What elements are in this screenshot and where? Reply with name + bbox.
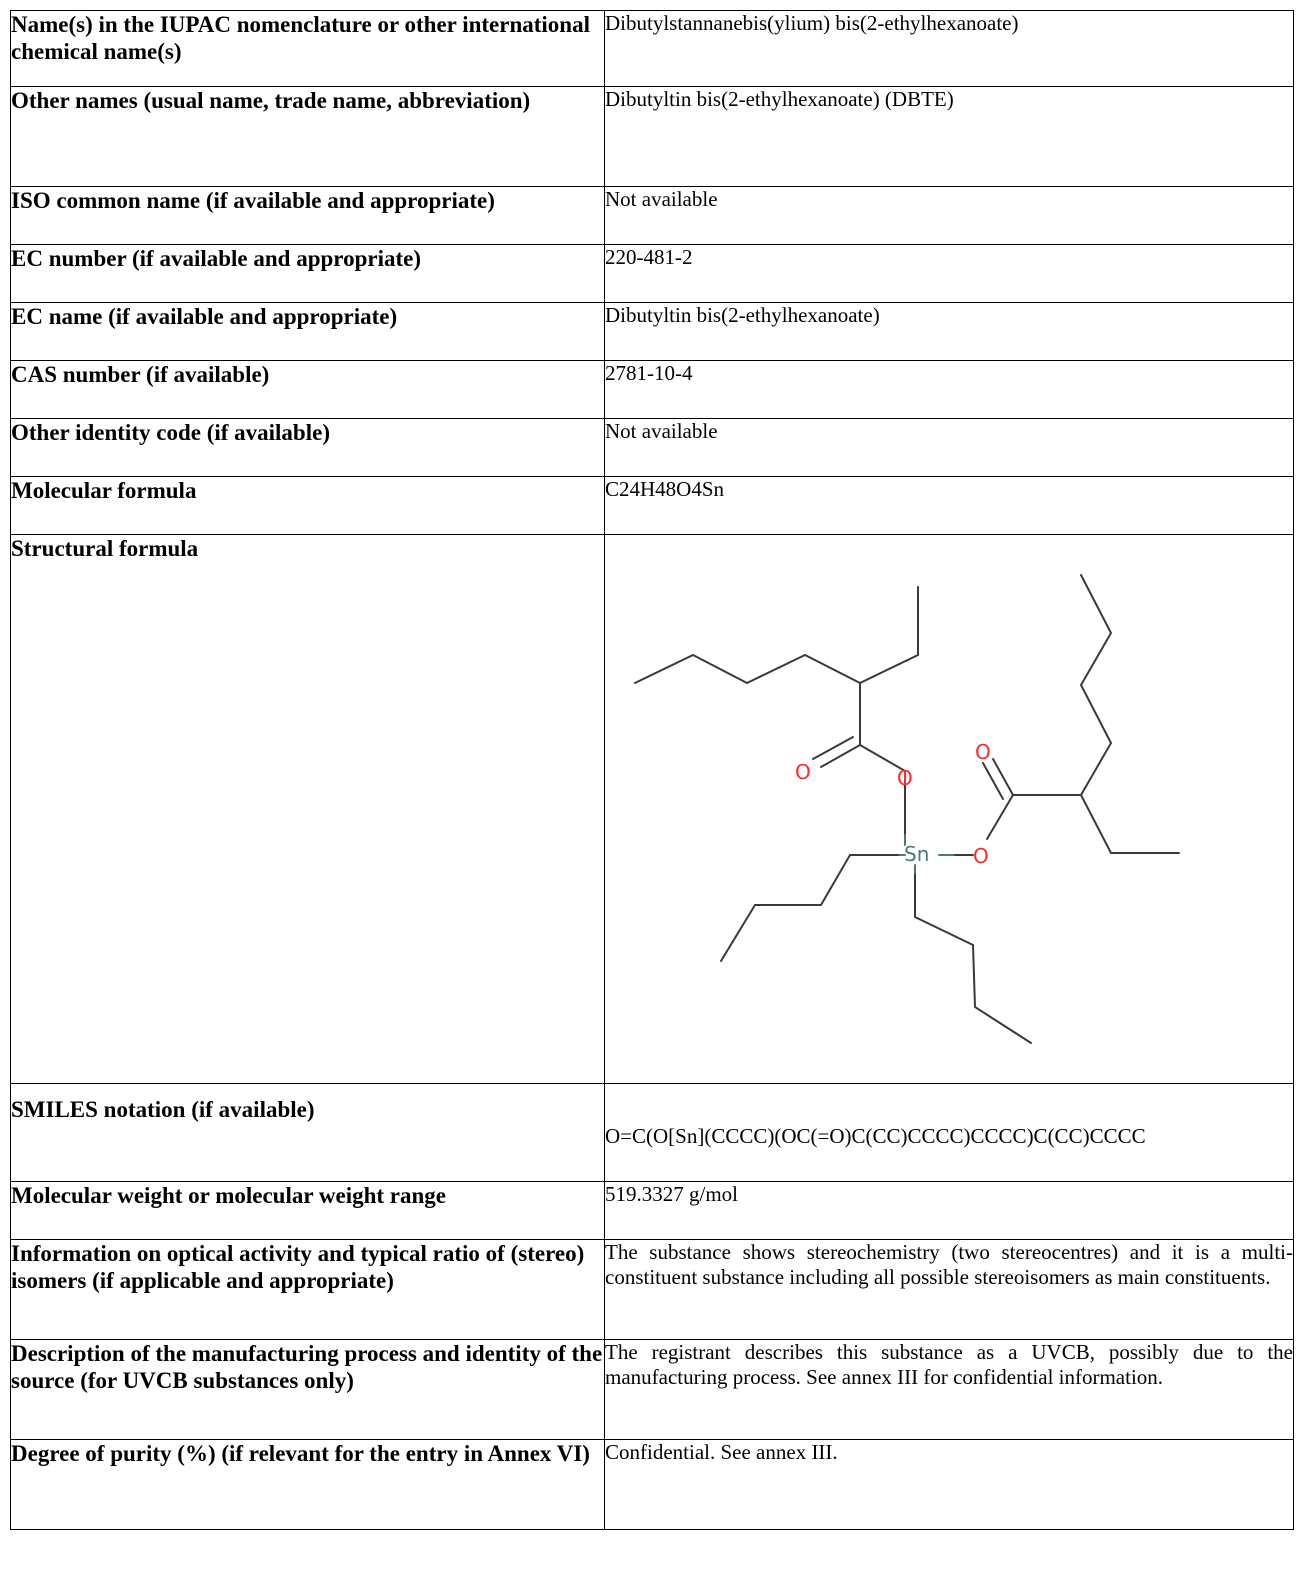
table-row: Molecular formula C24H48O4Sn: [10, 476, 1294, 535]
row-value: The substance shows stereochemistry (two…: [604, 1239, 1294, 1340]
row-value: 220-481-2: [604, 244, 1294, 303]
row-label: EC name (if available and appropriate): [10, 302, 605, 361]
structural-formula-cell: O O O O Sn: [604, 534, 1294, 1084]
table-row: SMILES notation (if available) O=C(O[Sn]…: [10, 1083, 1294, 1182]
substance-identity-table: Name(s) in the IUPAC nomenclature or oth…: [10, 10, 1294, 1530]
structural-formula-image: O O O O Sn: [634, 574, 1180, 1044]
row-value: Dibutylstannanebis(ylium) bis(2-ethylhex…: [604, 10, 1294, 87]
table-row: CAS number (if available) 2781-10-4: [10, 360, 1294, 419]
row-label: EC number (if available and appropriate): [10, 244, 605, 303]
row-value: 2781-10-4: [604, 360, 1294, 419]
row-label: Molecular formula: [10, 476, 605, 535]
row-value: The registrant describes this substance …: [604, 1339, 1294, 1440]
table-row: Information on optical activity and typi…: [10, 1239, 1294, 1340]
table-row: Other identity code (if available) Not a…: [10, 418, 1294, 477]
row-label: Name(s) in the IUPAC nomenclature or oth…: [10, 10, 605, 87]
row-label: Degree of purity (%) (if relevant for th…: [10, 1439, 605, 1530]
table-row: Structural formula: [10, 534, 1294, 1084]
row-label: SMILES notation (if available): [10, 1083, 605, 1182]
row-value: Confidential. See annex III.: [604, 1439, 1294, 1530]
row-label: Other names (usual name, trade name, abb…: [10, 86, 605, 187]
oxygen-atom-label: O: [897, 766, 913, 790]
tin-atom-label: Sn: [904, 842, 929, 866]
table-row: ISO common name (if available and approp…: [10, 186, 1294, 245]
oxygen-atom-label: O: [795, 760, 811, 784]
table-row: Description of the manufacturing process…: [10, 1339, 1294, 1440]
row-value: Dibutyltin bis(2-ethylhexanoate): [604, 302, 1294, 361]
row-label: CAS number (if available): [10, 360, 605, 419]
table-row: EC number (if available and appropriate)…: [10, 244, 1294, 303]
row-label: Other identity code (if available): [10, 418, 605, 477]
row-value: 519.3327 g/mol: [604, 1181, 1294, 1240]
row-value: O=C(O[Sn](CCCC)(OC(=O)C(CC)CCCC)CCCC)C(C…: [604, 1083, 1294, 1182]
row-label: Description of the manufacturing process…: [10, 1339, 605, 1440]
row-label: Structural formula: [10, 534, 605, 1084]
table-row: Other names (usual name, trade name, abb…: [10, 86, 1294, 187]
row-label: ISO common name (if available and approp…: [10, 186, 605, 245]
row-label: Molecular weight or molecular weight ran…: [10, 1181, 605, 1240]
table-row: Name(s) in the IUPAC nomenclature or oth…: [10, 10, 1294, 87]
smiles-text: O=C(O[Sn](CCCC)(OC(=O)C(CC)CCCC)CCCC)C(C…: [605, 1124, 1146, 1148]
row-value: Not available: [604, 418, 1294, 477]
oxygen-atom-label: O: [973, 844, 989, 868]
oxygen-atom-label: O: [975, 740, 991, 764]
table-row: EC name (if available and appropriate) D…: [10, 302, 1294, 361]
row-value: C24H48O4Sn: [604, 476, 1294, 535]
table-row: Degree of purity (%) (if relevant for th…: [10, 1439, 1294, 1530]
row-label: Information on optical activity and typi…: [10, 1239, 605, 1340]
row-value: Dibutyltin bis(2-ethylhexanoate) (DBTE): [604, 86, 1294, 187]
row-value: Not available: [604, 186, 1294, 245]
table-row: Molecular weight or molecular weight ran…: [10, 1181, 1294, 1240]
